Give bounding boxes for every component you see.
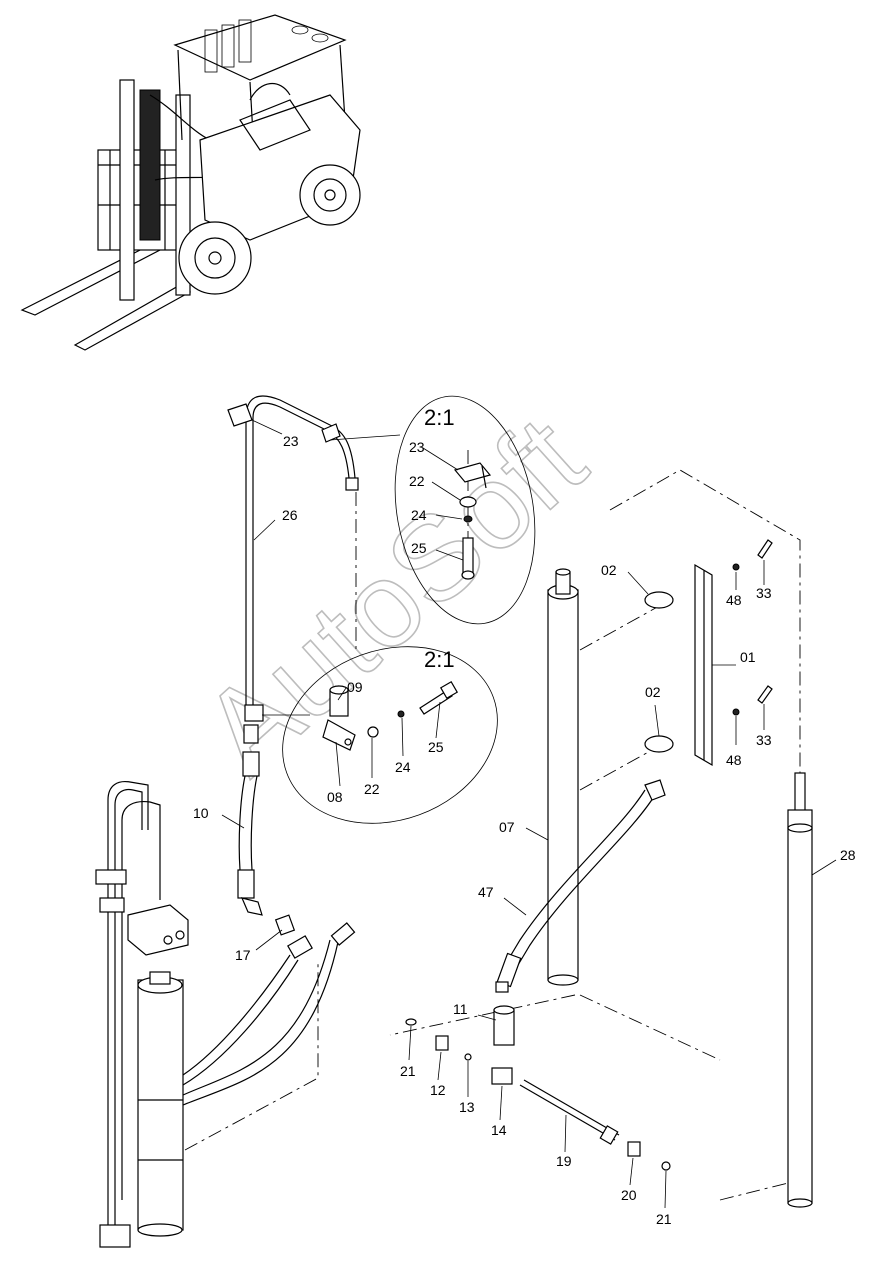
part-label-01: 01	[740, 649, 756, 665]
watermark-text: AutoSoft	[178, 392, 610, 800]
detail-scale-label-2: 2:1	[424, 647, 455, 672]
detail2-label-22: 22	[364, 781, 380, 797]
part-labels: 2:1 2:1 23 26 10 17 23 22 24 25 09 08 22…	[193, 405, 856, 1227]
part-label-21-right: 21	[656, 1211, 672, 1227]
part-label-17: 17	[235, 947, 251, 963]
part-label-33-top: 33	[756, 585, 772, 601]
part-label-19: 19	[556, 1153, 572, 1169]
detail2-label-09: 09	[347, 679, 363, 695]
part-label-02-bottom: 02	[645, 684, 661, 700]
detail2-label-08: 08	[327, 789, 343, 805]
detail-view-1	[329, 395, 536, 625]
part-label-12: 12	[430, 1082, 446, 1098]
detail1-label-24: 24	[411, 507, 427, 523]
part-label-07: 07	[499, 819, 515, 835]
part-label-13: 13	[459, 1099, 475, 1115]
detail2-label-25: 25	[428, 739, 444, 755]
cylinder-28	[787, 772, 813, 1208]
watermark: AutoSoft	[177, 391, 610, 800]
part-label-11: 11	[453, 1001, 468, 1017]
detail1-label-23: 23	[409, 439, 425, 455]
part-label-14: 14	[491, 1122, 507, 1138]
part-label-48-top: 48	[726, 592, 742, 608]
leader-lines	[221, 419, 837, 1209]
detail-view-2	[262, 646, 498, 824]
part-label-23: 23	[283, 433, 299, 449]
part-label-47: 47	[478, 884, 494, 900]
lift-cylinder-icon	[95, 780, 356, 1248]
part-label-10: 10	[193, 805, 209, 821]
part-label-02-top: 02	[601, 562, 617, 578]
part-label-26: 26	[282, 507, 298, 523]
part-label-33-bottom: 33	[756, 732, 772, 748]
forklift-overview-illustration	[20, 14, 361, 351]
left-hose-assembly	[227, 395, 359, 936]
detail1-label-22: 22	[409, 473, 425, 489]
part-label-48-bottom: 48	[726, 752, 742, 768]
cylinder-07-assembly	[389, 469, 801, 1201]
detail1-label-25: 25	[411, 540, 427, 556]
part-label-21-left: 21	[400, 1063, 416, 1079]
part-label-28: 28	[840, 847, 856, 863]
detail-scale-label-1: 2:1	[424, 405, 455, 430]
part-label-20: 20	[621, 1187, 637, 1203]
detail2-label-24: 24	[395, 759, 411, 775]
